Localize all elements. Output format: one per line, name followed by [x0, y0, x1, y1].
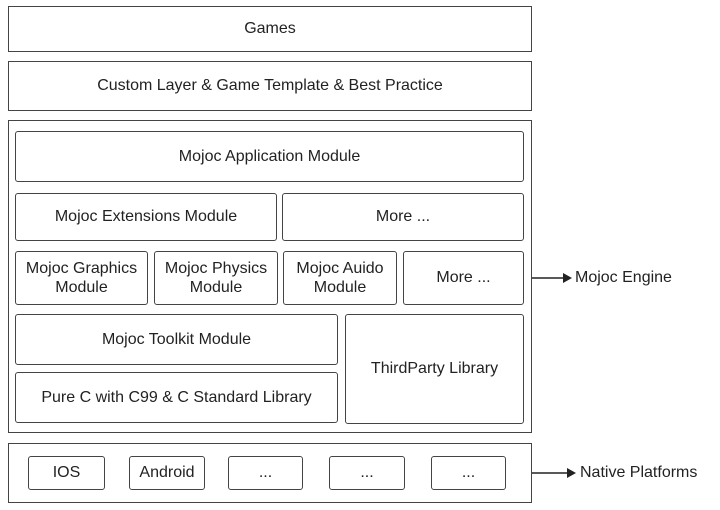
- graphics-module-label: Mojoc Graphics Module: [25, 259, 138, 296]
- mojoc-engine-label: Mojoc Engine: [575, 269, 672, 286]
- extensions-module-label: Mojoc Extensions Module: [54, 208, 238, 226]
- application-module-box: Mojoc Application Module: [15, 131, 524, 182]
- platforms-arrow: [532, 468, 576, 478]
- physics-module-box: Mojoc Physics Module: [154, 251, 278, 305]
- auido-module-label: Mojoc Auido Module: [296, 259, 384, 296]
- physics-module-label: Mojoc Physics Module: [164, 259, 268, 296]
- more-mid-label: More ...: [436, 269, 491, 287]
- custom-layer: Custom Layer & Game Template & Best Prac…: [8, 61, 532, 111]
- pure-c-label: Pure C with C99 & C Standard Library: [41, 388, 312, 406]
- platform-more-1-box: ...: [228, 456, 303, 490]
- platform-more-3-box: ...: [431, 456, 506, 490]
- toolkit-module-label: Mojoc Toolkit Module: [101, 330, 252, 348]
- platform-more-2-label: ...: [360, 464, 374, 482]
- more-mid-box: More ...: [403, 251, 524, 305]
- thirdparty-library-label: ThirdParty Library: [370, 360, 499, 378]
- engine-arrow: [532, 273, 572, 283]
- platform-ios-label: IOS: [52, 464, 81, 482]
- native-platforms-label: Native Platforms: [580, 464, 698, 481]
- platform-android-box: Android: [129, 456, 205, 490]
- mojoc-engine-frame: [8, 120, 532, 433]
- platform-more-2-box: ...: [329, 456, 405, 490]
- graphics-module-box: Mojoc Graphics Module: [15, 251, 148, 305]
- thirdparty-library-box: ThirdParty Library: [345, 314, 524, 424]
- custom-layer-label: Custom Layer & Game Template & Best Prac…: [97, 77, 443, 95]
- platform-more-1-label: ...: [258, 464, 273, 482]
- platform-ios-box: IOS: [28, 456, 105, 490]
- more-top-box: More ...: [282, 193, 524, 241]
- platform-more-3-label: ...: [461, 464, 476, 482]
- games-layer: Games: [8, 6, 532, 52]
- toolkit-module-box: Mojoc Toolkit Module: [15, 314, 338, 365]
- games-label: Games: [244, 20, 296, 38]
- native-platforms-frame: [8, 443, 532, 503]
- more-top-label: More ...: [375, 208, 431, 226]
- extensions-module-box: Mojoc Extensions Module: [15, 193, 277, 241]
- application-module-label: Mojoc Application Module: [178, 147, 361, 165]
- pure-c-box: Pure C with C99 & C Standard Library: [15, 372, 338, 423]
- platform-android-label: Android: [139, 464, 195, 482]
- auido-module-box: Mojoc Auido Module: [283, 251, 397, 305]
